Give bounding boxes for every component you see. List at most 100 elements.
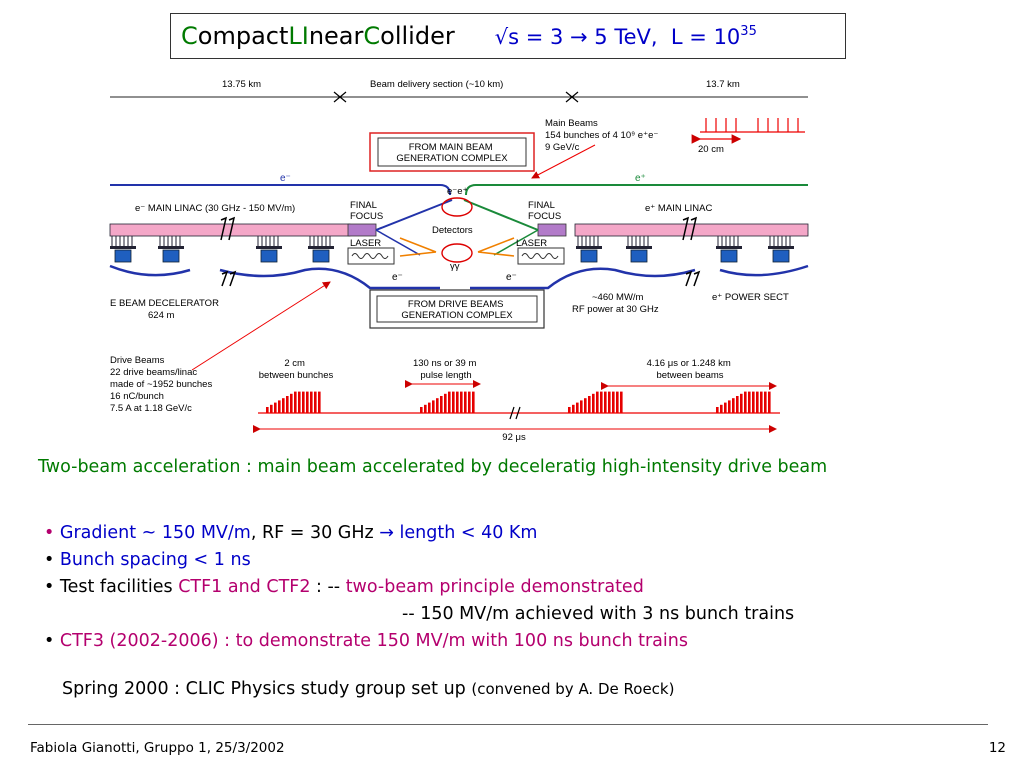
main-bunch-train	[691, 118, 805, 144]
svg-line	[463, 199, 539, 231]
drive-line-left	[109, 264, 440, 290]
bullet-bunch-spacing-dot: •	[44, 550, 60, 570]
e-minus-label-top: e⁻	[280, 173, 291, 184]
e-minus-label-bottom-2: e⁻	[506, 272, 517, 283]
bullet-ctf3: • CTF3 (2002-2006) : to demonstrate 150 …	[44, 628, 794, 655]
drive-line-right	[470, 264, 809, 290]
power-sect-label: e⁺ POWER SECT	[712, 292, 789, 303]
bullet-bunch-spacing: • Bunch spacing < 1 ns	[44, 547, 794, 574]
bullet-gradient-arrow: →	[379, 523, 394, 543]
length-right-label: 13.7 km	[706, 79, 740, 90]
title-parameters: √s = 3 → 5 TeV, L = 1035	[495, 24, 757, 49]
bullet-test-facilities: • Test facilities CTF1 and CTF2 : -- two…	[44, 574, 794, 601]
title-lumi: L = 10	[670, 24, 741, 49]
detectors-label: Detectors	[432, 225, 473, 236]
rf-module	[768, 236, 794, 263]
spring-note-convener: (convened by A. De Roeck)	[471, 680, 675, 698]
laser-right	[517, 247, 565, 265]
rf-module	[308, 236, 334, 263]
total-92us-label: 92 μs	[502, 432, 526, 443]
between-beams-label: 4.16 μs or 1.248 km between beams	[647, 358, 734, 381]
from-main-beam-box	[377, 137, 527, 167]
bullet-gradient-length: length < 40 Km	[393, 523, 538, 543]
rf-module	[576, 236, 602, 263]
final-focus-left	[347, 223, 377, 237]
two-beam-subtitle: Two-beam acceleration : main beam accele…	[38, 457, 828, 477]
svg-line	[493, 229, 539, 256]
main-beams-label: Main Beams 154 bunches of 4 10⁹ e⁺e⁻ 9 G…	[545, 118, 661, 153]
rf-power-label: ~460 MW/m RF power at 30 GHz	[572, 292, 659, 315]
e-plus-label-top: e⁺	[635, 173, 646, 184]
drive-train	[716, 391, 771, 413]
title-word-near: near	[308, 22, 364, 50]
e-minus-e-plus-label: e⁻e⁺	[447, 186, 468, 197]
svg-line	[375, 229, 421, 256]
linac-left-label: e⁻ MAIN LINAC (30 GHz - 150 MV/m)	[135, 203, 295, 214]
linac-modules	[110, 236, 794, 263]
bullet-test-facilities-ctf: CTF1 and CTF2	[178, 577, 311, 597]
footer-author: Fabiola Gianotti, Gruppo 1, 25/3/2002	[30, 740, 285, 756]
spacing-20cm-label: 20 cm	[698, 144, 724, 155]
title-letter-li: LI	[288, 22, 309, 50]
laser-left	[347, 247, 395, 265]
laser-waves	[351, 253, 559, 259]
clic-layout-diagram: 13.75 km Beam delivery section (~10 km) …	[109, 79, 809, 443]
footer-divider	[28, 724, 988, 725]
svg-line	[375, 199, 453, 231]
from-drive-beams-label: FROM DRIVE BEAMS GENERATION COMPLEX	[401, 299, 513, 321]
page-number: 12	[988, 740, 1006, 756]
title-energy: √s = 3 → 5 TeV,	[494, 24, 658, 49]
drive-train	[420, 391, 475, 413]
between-bunches-label: 2 cm between bunches	[259, 358, 334, 381]
drive-bunch-trains	[266, 391, 771, 413]
rf-module	[716, 236, 742, 263]
bullet-test-facilities-principle: two-beam principle demonstrated	[345, 577, 644, 597]
title-letter-c2: C	[363, 22, 381, 50]
e-minus-transfer-line	[110, 184, 451, 196]
laser-left-label: LASER	[350, 238, 381, 249]
bullet-gradient-dot: •	[44, 523, 55, 543]
title-word-ompact: ompact	[197, 22, 289, 50]
bullet-list: • Gradient ~ 150 MV/m, RF = 30 GHz → len…	[44, 520, 794, 655]
laser-beams	[399, 237, 515, 257]
bullet-test-facilities-line2: -- 150 MV/m achieved with 3 ns bunch tra…	[402, 604, 795, 624]
rf-module	[110, 236, 136, 263]
bullet-test-facilities-intro: • Test facilities	[44, 577, 179, 597]
bullet-gradient: • Gradient ~ 150 MV/m, RF = 30 GHz → len…	[44, 520, 794, 547]
final-focus-right	[537, 223, 567, 237]
from-main-beam-label: FROM MAIN BEAM GENERATION COMPLEX	[396, 142, 508, 164]
spring-note-text: Spring 2000 : CLIC Physics study group s…	[62, 679, 472, 699]
rf-module	[158, 236, 184, 263]
section-markers	[333, 91, 579, 103]
bullet-ctf3-dot: •	[44, 631, 60, 651]
main-linac-right	[574, 223, 809, 237]
from-drive-beams-box	[376, 295, 538, 323]
gamma-gamma-label: γγ	[450, 261, 460, 272]
from-drive-beams-outer	[369, 289, 545, 329]
e-plus-transfer-line	[465, 184, 808, 196]
linac-right-label: e⁺ MAIN LINAC	[645, 203, 712, 214]
ip-ring-top	[441, 197, 473, 217]
bullet-gradient-rf: , RF = 30 GHz	[250, 523, 380, 543]
ip-ring-bottom	[441, 243, 473, 263]
title-letter-c: C	[181, 22, 198, 50]
drive-train	[568, 391, 623, 413]
pulse-length-label: 130 ns or 39 m pulse length	[413, 358, 479, 381]
bullet-test-facilities-sep: : --	[310, 577, 346, 597]
svg-path	[221, 270, 701, 287]
spring-note: Spring 2000 : CLIC Physics study group s…	[62, 679, 674, 699]
e-minus-label-bottom: e⁻	[392, 272, 403, 283]
bullet-bunch-spacing-text: Bunch spacing < 1 ns	[59, 550, 251, 570]
length-left-label: 13.75 km	[222, 79, 261, 90]
drive-beams-info: Drive Beams 22 drive beams/linac made of…	[110, 355, 215, 414]
rf-module	[256, 236, 282, 263]
linac-breaks	[220, 216, 698, 241]
bullet-ctf3-text: CTF3 (2002-2006) : to demonstrate 150 MV…	[59, 631, 688, 651]
from-main-beam-outer	[369, 132, 535, 172]
title-word-ollider: ollider	[380, 22, 455, 50]
title-lumi-exp: 35	[740, 23, 757, 39]
bullet-gradient-value: Gradient ~ 150 MV/m	[54, 523, 251, 543]
